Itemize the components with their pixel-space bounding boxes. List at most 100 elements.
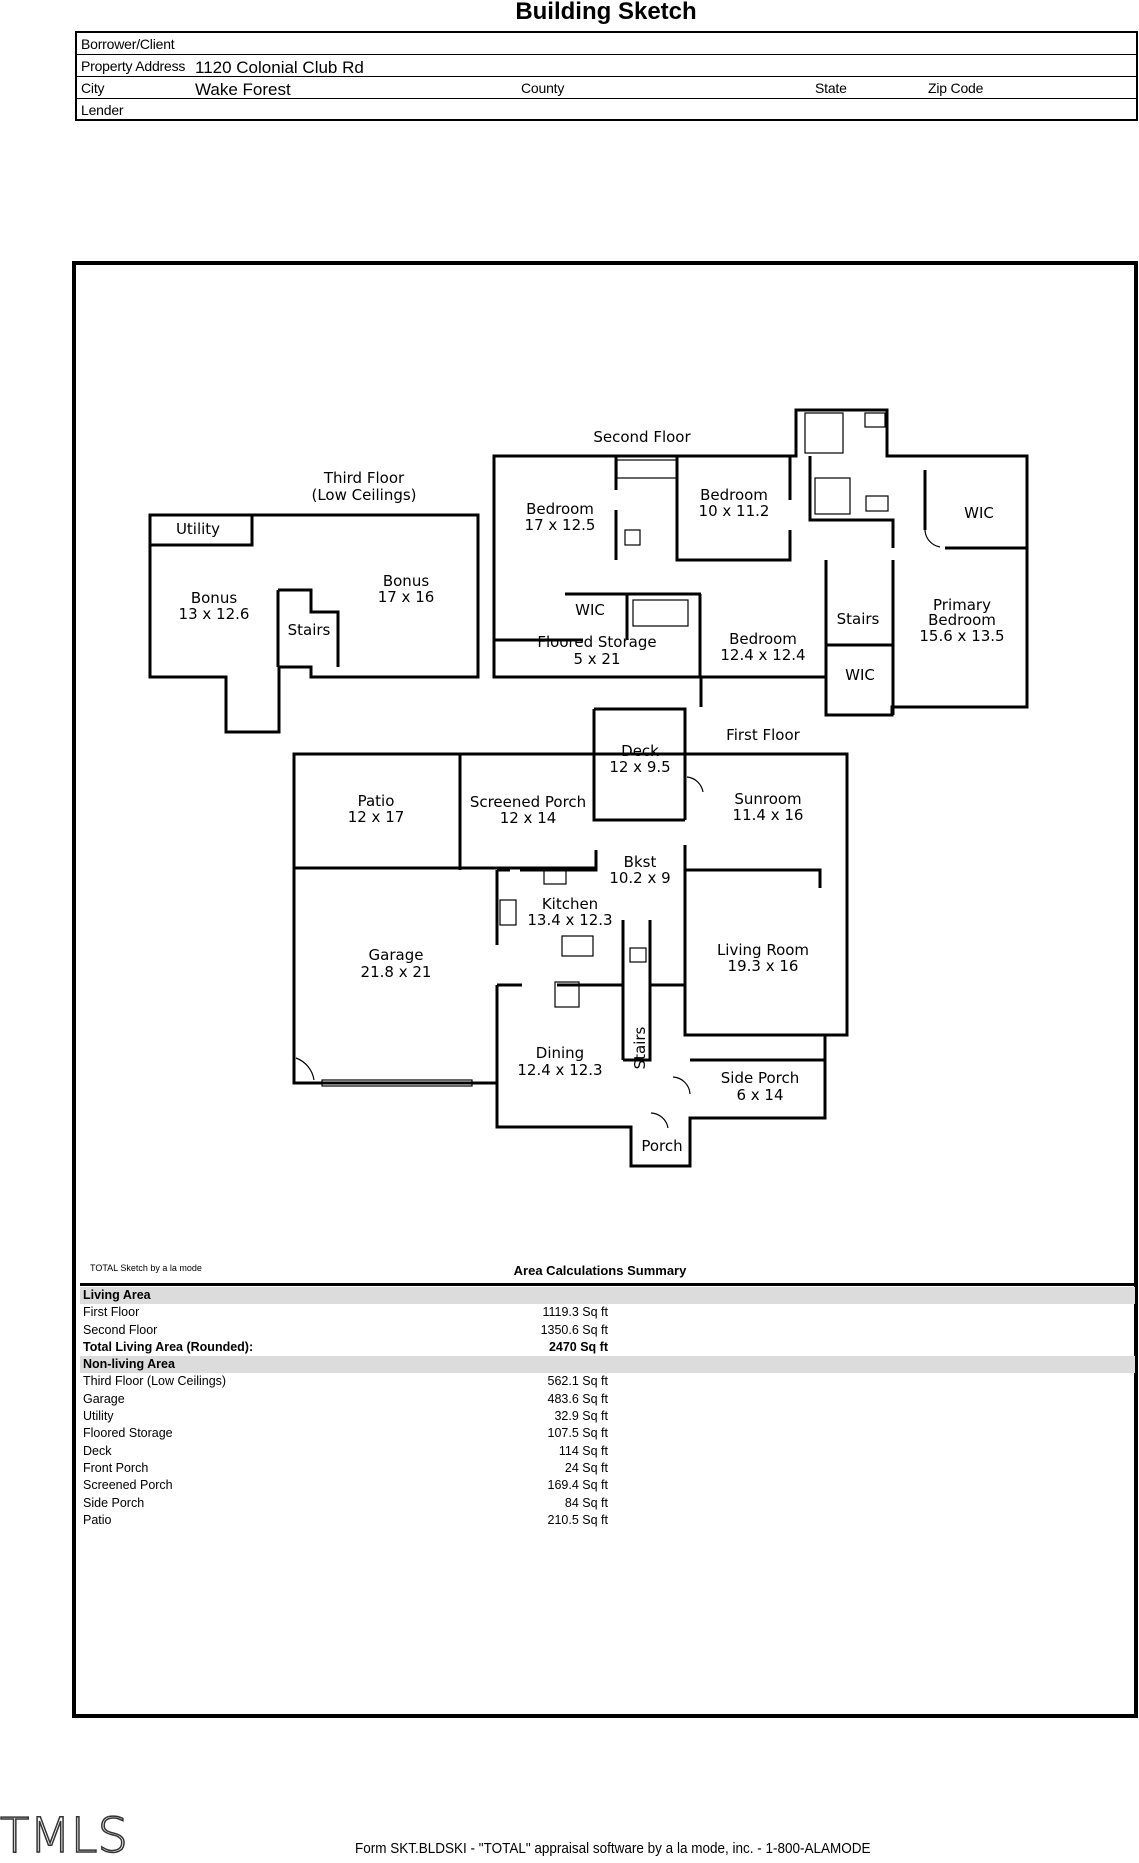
area-row-value: 107.5 Sq ft — [547, 1426, 608, 1441]
kitchen-dim: 13.4 x 12.3 — [527, 911, 612, 929]
lender-row: Lender — [77, 99, 1136, 120]
primary-label-1: Primary — [933, 596, 991, 614]
deck-dim: 12 x 9.5 — [609, 758, 670, 776]
area-row-value: 84 Sq ft — [564, 1495, 608, 1510]
deck-label: Deck — [621, 742, 659, 760]
primary-label-2: Bedroom — [928, 611, 996, 629]
area-row: Deck 114 Sq ft — [80, 1443, 1135, 1460]
bedroom2-dim: 10 x 11.2 — [699, 502, 770, 520]
borrower-label: Borrower/Client — [81, 36, 175, 52]
area-row-name: Floored Storage — [83, 1426, 173, 1441]
living-room-label: Living Room — [717, 941, 809, 959]
area-row-name: Utility — [83, 1409, 114, 1424]
floor-plan: Second Floor Third Floor (Low Ceilings) … — [148, 408, 1029, 1168]
bonus1-dim: 13 x 12.6 — [179, 605, 250, 623]
garage-label: Garage — [369, 946, 424, 964]
bedroom1-label: Bedroom — [526, 500, 594, 518]
summary-divider — [80, 1283, 1135, 1286]
bonus1-label: Bonus — [191, 589, 237, 607]
living-room-dim: 19.3 x 16 — [728, 957, 799, 975]
primary-dim: 15.6 x 13.5 — [919, 627, 1004, 645]
dining-dim: 12.4 x 12.3 — [517, 1061, 602, 1079]
area-row-name: Screened Porch — [83, 1478, 173, 1493]
wic-stairs-label: WIC — [845, 666, 875, 684]
floored-storage-dim: 5 x 21 — [573, 650, 620, 668]
area-summary-title: Area Calculations Summary — [513, 1263, 687, 1278]
area-row-name: Second Floor — [83, 1322, 158, 1337]
area-row-name: Side Porch — [83, 1495, 145, 1510]
bonus2-label: Bonus — [383, 572, 429, 590]
area-row-value: 562.1 Sq ft — [547, 1374, 608, 1389]
subject-header-table: Borrower/Client Property Address 1120 Co… — [75, 31, 1138, 121]
side-porch-label: Side Porch — [721, 1069, 800, 1087]
side-porch-dim: 6 x 14 — [736, 1086, 783, 1104]
floored-storage-label: Floored Storage — [537, 633, 656, 651]
area-row-value: 24 Sq ft — [564, 1460, 608, 1475]
property-row: Property Address 1120 Colonial Club Rd — [77, 55, 1136, 77]
page-title: Building Sketch — [515, 0, 697, 25]
city-value: Wake Forest — [195, 80, 291, 99]
third-floor-label: Third Floor — [323, 469, 405, 487]
wic-bedroom1-label: WIC — [575, 601, 605, 619]
bonus2-dim: 17 x 16 — [378, 588, 435, 606]
area-row: Non-living Area — [80, 1356, 1135, 1374]
area-row: Garage 483.6 Sq ft — [80, 1391, 1135, 1408]
area-row: Total Living Area (Rounded): 2470 Sq ft — [80, 1339, 1135, 1356]
kitchen-label: Kitchen — [542, 895, 598, 913]
bedroom3-label: Bedroom — [729, 630, 797, 648]
bkst-label: Bkst — [624, 853, 657, 871]
area-row-name: Deck — [83, 1443, 112, 1458]
sketch-frame — [72, 261, 1138, 1718]
porch-label: Porch — [641, 1137, 682, 1155]
area-row-name: Non-living Area — [83, 1357, 175, 1372]
area-row: Floored Storage 107.5 Sq ft — [80, 1425, 1135, 1442]
property-address-label: Property Address — [81, 58, 186, 74]
third-floor-sub-label: (Low Ceilings) — [311, 486, 416, 504]
third-stairs-label: Stairs — [288, 621, 331, 639]
area-row-value: 169.4 Sq ft — [547, 1478, 608, 1493]
area-row: Third Floor (Low Ceilings) 562.1 Sq ft — [80, 1373, 1135, 1390]
area-row-name: Garage — [83, 1391, 125, 1406]
utility-label: Utility — [176, 520, 220, 538]
city-label: City — [81, 80, 105, 96]
logo-text: TMLS — [0, 1808, 128, 1858]
area-row-name: First Floor — [83, 1305, 140, 1320]
area-row: Utility 32.9 Sq ft — [80, 1408, 1135, 1425]
area-row-name: Patio — [83, 1512, 112, 1527]
garage-dim: 21.8 x 21 — [361, 963, 432, 981]
state-label: State — [815, 80, 847, 96]
area-row-value: 114 Sq ft — [558, 1443, 608, 1458]
area-row: Patio 210.5 Sq ft — [80, 1512, 1135, 1529]
form-footer: Form SKT.BLDSKI - "TOTAL" appraisal soft… — [355, 1840, 871, 1857]
area-row-value: 483.6 Sq ft — [547, 1391, 608, 1406]
sunroom-label: Sunroom — [734, 790, 801, 808]
zip-label: Zip Code — [928, 80, 984, 96]
area-row-name: Front Porch — [83, 1460, 149, 1475]
patio-label: Patio — [358, 792, 395, 810]
bkst-dim: 10.2 x 9 — [609, 869, 670, 887]
screened-porch-dim: 12 x 14 — [500, 809, 557, 827]
area-row-value: 32.9 Sq ft — [554, 1409, 608, 1424]
borrower-row: Borrower/Client — [77, 33, 1136, 55]
area-row-name: Living Area — [83, 1288, 151, 1302]
area-row: Side Porch 84 Sq ft — [80, 1495, 1135, 1512]
sketch-credit: TOTAL Sketch by a la mode — [90, 1263, 202, 1273]
area-row-name: Third Floor (Low Ceilings) — [83, 1374, 227, 1389]
bedroom3-dim: 12.4 x 12.4 — [720, 646, 805, 664]
first-stairs-label: Stairs — [631, 1026, 649, 1069]
area-row-value: 210.5 Sq ft — [547, 1512, 608, 1527]
bedroom1-dim: 17 x 12.5 — [525, 516, 596, 534]
property-address-value: 1120 Colonial Club Rd — [195, 58, 364, 77]
area-row-value: 2470 Sq ft — [548, 1339, 608, 1354]
screened-porch-label: Screened Porch — [470, 793, 586, 811]
area-row: Living Area — [80, 1287, 1135, 1305]
tmls-logo: TMLS — [0, 1807, 150, 1863]
second-floor-label: Second Floor — [593, 428, 691, 446]
area-row-name: Total Living Area (Rounded): — [83, 1339, 254, 1354]
county-label: County — [521, 80, 565, 96]
dining-label: Dining — [536, 1044, 584, 1062]
city-row: City Wake Forest County State Zip Code — [77, 77, 1136, 99]
